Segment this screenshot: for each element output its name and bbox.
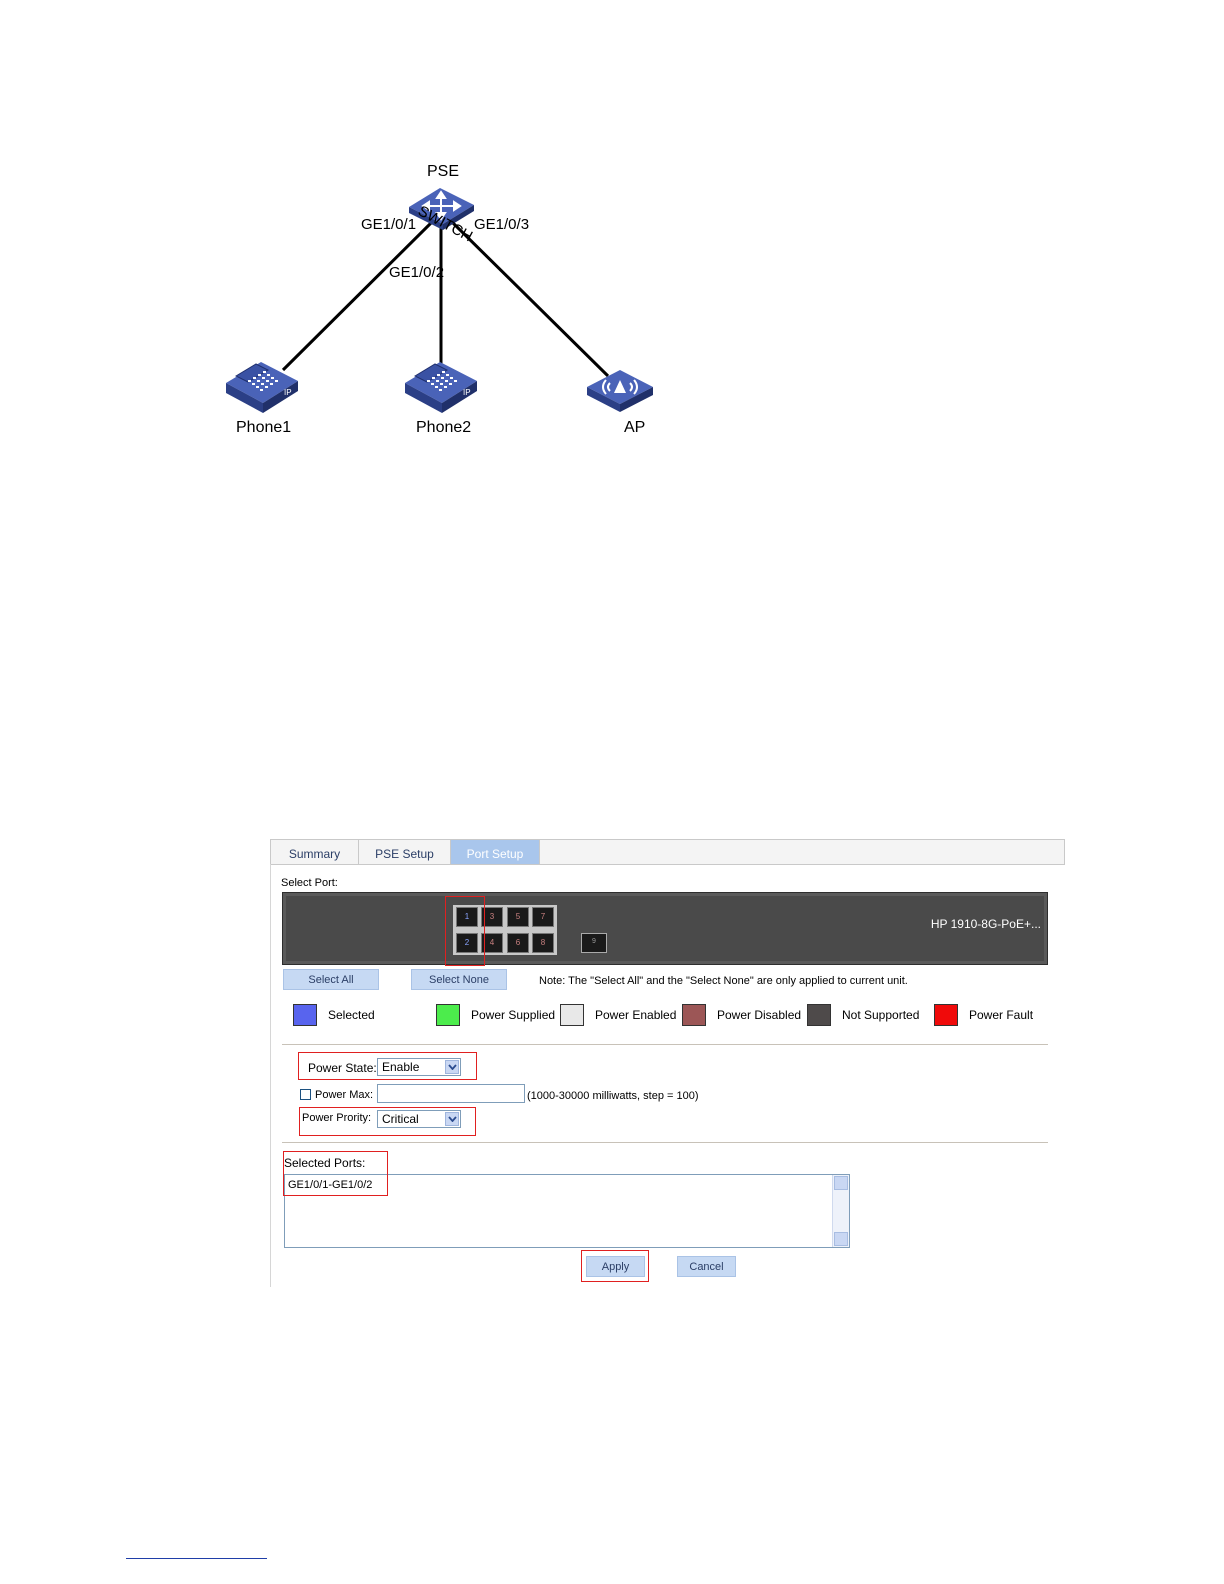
power-priority-select[interactable]: Critical: [377, 1110, 461, 1128]
power-state-select[interactable]: Enable: [377, 1058, 461, 1076]
legend-swatch-power-fault: [934, 1004, 958, 1026]
legend-label-power-supplied: Power Supplied: [471, 1008, 556, 1022]
legend-label-selected: Selected: [328, 1008, 375, 1022]
power-state-label: Power State:: [308, 1061, 377, 1075]
device-panel: 1 2 3 4 5 6 7 8 9 HP 1910-8G-PoE+...: [282, 892, 1048, 965]
scrollbar[interactable]: [832, 1175, 849, 1247]
cancel-button[interactable]: Cancel: [677, 1256, 736, 1277]
link-label-ge1-0-3: GE1/0/3: [474, 216, 529, 233]
port-4[interactable]: 4: [481, 933, 503, 953]
legend-swatch-power-disabled: [682, 1004, 706, 1026]
node-label-phone2: Phone2: [416, 419, 471, 436]
port-8[interactable]: 8: [532, 933, 554, 953]
select-all-button[interactable]: Select All: [283, 969, 379, 990]
power-priority-value: Critical: [382, 1112, 419, 1126]
legend-label-power-fault: Power Fault: [969, 1008, 1034, 1022]
legend-label-power-disabled: Power Disabled: [717, 1008, 802, 1022]
link-ge1-0-1: [281, 220, 434, 372]
port-7[interactable]: 7: [532, 907, 554, 927]
power-state-value: Enable: [382, 1060, 420, 1074]
port-block: 1 2 3 4 5 6 7 8: [453, 905, 557, 955]
select-port-label: Select Port:: [281, 877, 338, 889]
legend-swatch-power-supplied: [436, 1004, 460, 1026]
select-none-button[interactable]: Select None: [411, 969, 507, 990]
port-2[interactable]: 2: [456, 933, 478, 953]
power-max-checkbox[interactable]: [300, 1089, 311, 1100]
tab-bar: Summary PSE Setup Port Setup: [270, 839, 1065, 865]
device-name: HP 1910-8G-PoE+...: [930, 917, 1041, 931]
apply-button[interactable]: Apply: [586, 1256, 645, 1277]
power-max-input[interactable]: [377, 1084, 525, 1103]
selected-ports-value: GE1/0/1-GE1/0/2: [288, 1179, 373, 1191]
selected-ports-highlight: [445, 896, 485, 966]
port-9-sfp[interactable]: 9: [581, 933, 607, 953]
legend-swatch-selected: [293, 1004, 317, 1026]
port-6[interactable]: 6: [507, 933, 529, 953]
tab-summary[interactable]: Summary: [271, 840, 359, 864]
port-3[interactable]: 3: [481, 907, 503, 927]
power-priority-highlight: [299, 1107, 476, 1136]
chevron-down-icon: [445, 1060, 459, 1074]
divider: [282, 1044, 1048, 1045]
panel-left-border: [270, 864, 271, 1287]
ip-tag: IP: [463, 388, 471, 397]
ip-phone-icon: IP: [405, 362, 477, 413]
node-label-ap: AP: [624, 419, 645, 436]
selected-ports-highlight: [283, 1151, 388, 1196]
tab-pse-setup[interactable]: PSE Setup: [359, 840, 451, 864]
legend-swatch-power-enabled: [560, 1004, 584, 1026]
tab-port-setup[interactable]: Port Setup: [451, 840, 540, 864]
chevron-down-icon: [445, 1112, 459, 1126]
port-setup-panel: Summary PSE Setup Port Setup Select Port…: [270, 839, 1065, 1289]
scroll-down-icon[interactable]: [834, 1232, 848, 1246]
switch-icon: [409, 188, 474, 230]
ip-phone-icon: IP: [226, 362, 298, 413]
link-label-ge1-0-1: GE1/0/1: [361, 216, 416, 233]
network-topology-diagram: SWITCH PSE GE1/0/1 GE1/0/2 GE1/0/3 IP Ph…: [226, 163, 653, 436]
power-max-hint: (1000-30000 milliwatts, step = 100): [527, 1090, 699, 1102]
node-label-pse: PSE: [427, 163, 459, 180]
power-max-label: Power Max:: [315, 1089, 374, 1101]
link-ge1-0-3: [450, 220, 610, 378]
power-state-highlight: [298, 1052, 477, 1080]
node-label-phone1: Phone1: [236, 419, 291, 436]
legend-swatch-not-supported: [807, 1004, 831, 1026]
footer-link-underline: [126, 1558, 267, 1559]
legend-label-not-supported: Not Supported: [842, 1008, 920, 1022]
power-priority-label: Power Prority:: [302, 1112, 372, 1124]
scroll-up-icon[interactable]: [834, 1176, 848, 1190]
port-5[interactable]: 5: [507, 907, 529, 927]
ip-tag: IP: [284, 388, 292, 397]
divider: [282, 1142, 1048, 1143]
apply-highlight: [581, 1250, 649, 1282]
selected-ports-label: Selected Ports:: [284, 1156, 366, 1170]
port-1[interactable]: 1: [456, 907, 478, 927]
access-point-icon: [587, 370, 653, 412]
link-label-ge1-0-2: GE1/0/2: [389, 264, 444, 281]
legend-label-power-enabled: Power Enabled: [595, 1008, 677, 1022]
select-note: Note: The "Select All" and the "Select N…: [539, 975, 908, 987]
selected-ports-textarea[interactable]: GE1/0/1-GE1/0/2: [284, 1174, 850, 1248]
